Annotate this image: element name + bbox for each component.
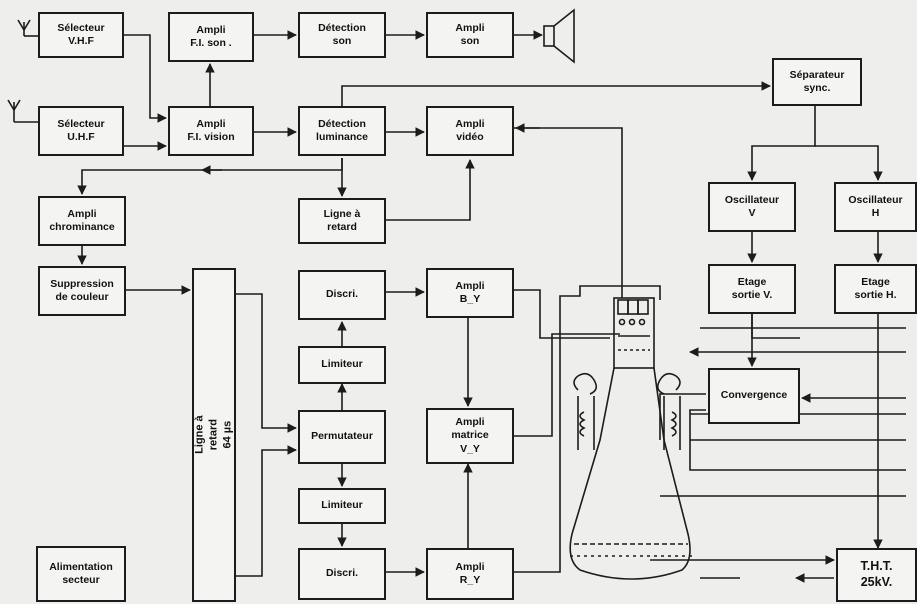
ampli-by-block: Ampli B_Y [426,268,514,318]
ampli-matrice-block: Ampli matrice V_Y [426,408,514,464]
tht-block: T.H.T. 25kV. [836,548,917,602]
permutateur-block: Permutateur [298,410,386,464]
separateur-sync-block: Séparateur sync. [772,58,862,106]
oscillateur-h-block: Oscillateur H [834,182,917,232]
crt-tube-icon [569,297,692,580]
ampli-fi-son-block: Ampli F.I. son . [168,12,254,62]
antenna-vhf-icon [17,19,38,37]
suppression-couleur-block: Suppression de couleur [38,266,126,316]
detection-luminance-block: Détection luminance [298,106,386,156]
etage-sortie-h-block: Etage sortie H. [834,264,917,314]
discri-bottom-block: Discri. [298,548,386,600]
deflection-coil-right-icon [656,372,681,450]
selecteur-uhf-block: Sélecteur U.H.F [38,106,124,156]
limiteur-top-block: Limiteur [298,346,386,384]
oscillateur-v-block: Oscillateur V [708,182,796,232]
ligne-retard-64-label: Ligne à retard 64 µs [193,415,233,455]
ampli-chrominance-block: Ampli chrominance [38,196,126,246]
loudspeaker-icon [543,8,575,64]
alimentation-secteur-block: Alimentation secteur [36,546,126,602]
ampli-video-block: Ampli vidéo [426,106,514,156]
limiteur-bottom-block: Limiteur [298,488,386,524]
discri-top-block: Discri. [298,270,386,320]
ampli-son-block: Ampli son [426,12,514,58]
antenna-uhf-icon [7,99,38,123]
convergence-block: Convergence [708,368,800,424]
detection-son-block: Détection son [298,12,386,58]
deflection-coil-left-icon [573,372,598,450]
ligne-retard-block: Ligne à retard [298,198,386,244]
ampli-ry-block: Ampli R_Y [426,548,514,600]
ligne-retard-64-block: Ligne à retard 64 µs [192,268,236,602]
ampli-fi-vision-block: Ampli F.I. vision [168,106,254,156]
etage-sortie-v-block: Etage sortie V. [708,264,796,314]
selecteur-vhf-block: Sélecteur V.H.F [38,12,124,58]
